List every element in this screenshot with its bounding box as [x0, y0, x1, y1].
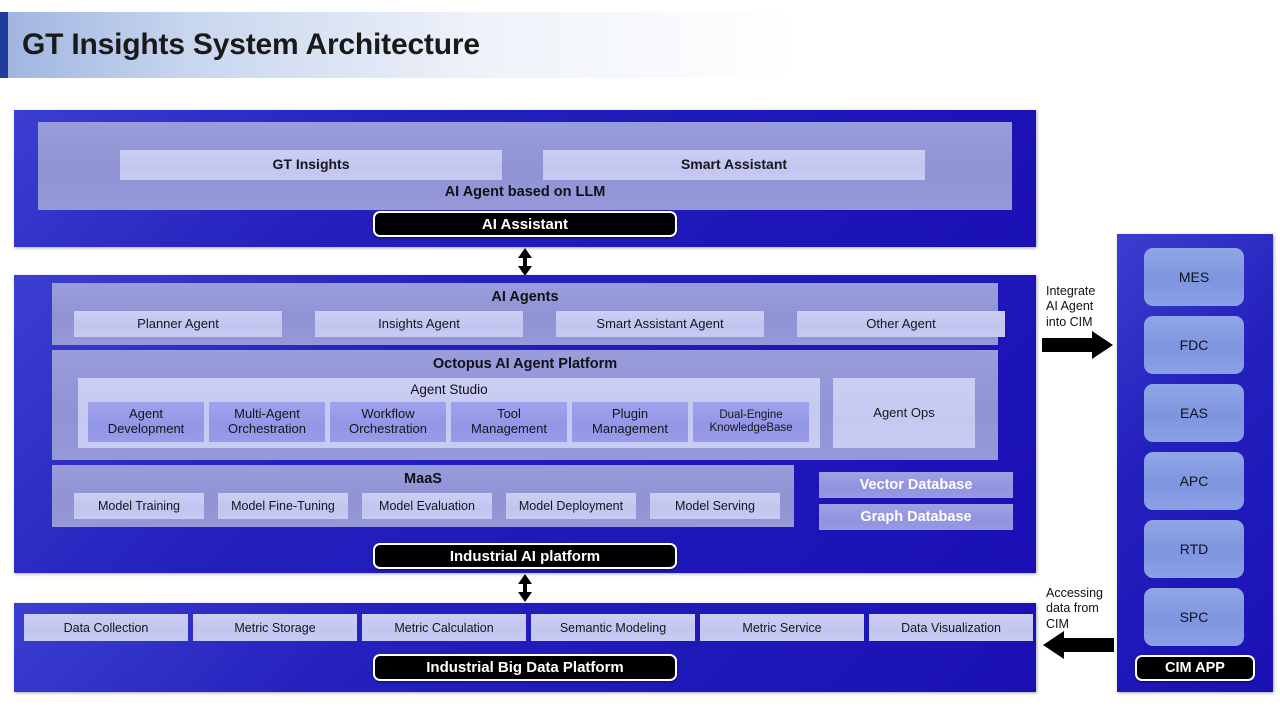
data-chip-semantic-modeling[interactable]: Semantic Modeling [531, 614, 695, 641]
app-chip-gt-insights[interactable]: GT Insights [120, 150, 502, 180]
data-chip-metric-calculation[interactable]: Metric Calculation [362, 614, 526, 641]
ai-agent-llm-label: AI Agent based on LLM [444, 184, 606, 200]
data-chip-metric-storage[interactable]: Metric Storage [193, 614, 357, 641]
octopus-platform-title: Octopus AI Agent Platform [432, 356, 618, 372]
studio-chip-multi-agent-orchestration[interactable]: Multi-Agent Orchestration [209, 402, 325, 442]
industrial-ai-platform-panel: AI Agents Planner Agent Insights Agent S… [14, 275, 1036, 573]
ai-agents-title: AI Agents [491, 289, 559, 305]
arrow-accessing-left [1042, 630, 1114, 660]
cim-app-pill[interactable]: CIM APP [1135, 655, 1255, 681]
maas-chip-model-evaluation[interactable]: Model Evaluation [362, 493, 492, 519]
page-title-bar: GT Insights System Architecture [0, 12, 1060, 78]
industrial-ai-platform-pill[interactable]: Industrial AI platform [373, 543, 677, 569]
studio-chip-workflow-orchestration[interactable]: Workflow Orchestration [330, 402, 446, 442]
vector-database-chip[interactable]: Vector Database [819, 472, 1013, 498]
arrow-left-icon [1043, 631, 1114, 659]
cim-chip-mes[interactable]: MES [1144, 248, 1244, 306]
data-chip-data-collection[interactable]: Data Collection [24, 614, 188, 641]
cim-chip-rtd[interactable]: RTD [1144, 520, 1244, 578]
double-arrow-vertical-icon [518, 248, 532, 276]
studio-chip-tool-management[interactable]: Tool Management [451, 402, 567, 442]
agent-studio-title: Agent Studio [410, 382, 488, 397]
arrow-right-icon [1042, 331, 1113, 359]
cim-chip-spc[interactable]: SPC [1144, 588, 1244, 646]
agent-ops-chip[interactable]: Agent Ops [833, 378, 975, 448]
agent-chip-other[interactable]: Other Agent [797, 311, 1005, 337]
app-chip-smart-assistant[interactable]: Smart Assistant [543, 150, 925, 180]
annotation-integrate-ai-agent: Integrate AI Agent into CIM [1046, 284, 1096, 329]
agent-chip-planner[interactable]: Planner Agent [74, 311, 282, 337]
agent-chip-insights[interactable]: Insights Agent [315, 311, 523, 337]
ai-agent-llm-panel: GT Insights Smart Assistant AI Agent bas… [14, 110, 1036, 247]
maas-title: MaaS [404, 471, 442, 487]
cim-chip-apc[interactable]: APC [1144, 452, 1244, 510]
agent-studio-box: Agent Studio Agent Development Multi-Age… [78, 378, 820, 448]
studio-chip-plugin-management[interactable]: Plugin Management [572, 402, 688, 442]
annotation-accessing-data: Accessing data from CIM [1046, 586, 1103, 631]
ai-agents-band: AI Agents Planner Agent Insights Agent S… [52, 283, 1005, 345]
maas-band: MaaS Model Training Model Fine-Tuning Mo… [52, 465, 794, 527]
double-arrow-vertical-icon [518, 574, 532, 602]
cim-chip-eas[interactable]: EAS [1144, 384, 1244, 442]
industrial-big-data-platform-pill[interactable]: Industrial Big Data Platform [373, 654, 677, 681]
studio-chip-dual-engine-knowledgebase[interactable]: Dual-Engine KnowledgeBase [693, 402, 809, 442]
arrow-middle-to-bottom [510, 573, 540, 603]
ai-assistant-pill[interactable]: AI Assistant [373, 211, 677, 237]
data-chip-metric-service[interactable]: Metric Service [700, 614, 864, 641]
cim-panel: MES FDC EAS APC RTD SPC CIM APP [1117, 234, 1273, 692]
maas-chip-model-deployment[interactable]: Model Deployment [506, 493, 636, 519]
studio-chip-agent-development[interactable]: Agent Development [88, 402, 204, 442]
ai-agent-llm-band: GT Insights Smart Assistant AI Agent bas… [38, 122, 1012, 210]
title-accent-bar [0, 12, 8, 78]
page-title: GT Insights System Architecture [22, 28, 480, 61]
graph-database-chip[interactable]: Graph Database [819, 504, 1013, 530]
maas-chip-model-training[interactable]: Model Training [74, 493, 204, 519]
cim-chip-fdc[interactable]: FDC [1144, 316, 1244, 374]
industrial-big-data-panel: Data Collection Metric Storage Metric Ca… [14, 603, 1036, 692]
arrow-top-to-middle [510, 247, 540, 277]
agent-chip-smart-assistant[interactable]: Smart Assistant Agent [556, 311, 764, 337]
maas-chip-model-serving[interactable]: Model Serving [650, 493, 780, 519]
data-chip-data-visualization[interactable]: Data Visualization [869, 614, 1033, 641]
arrow-integrate-right [1042, 330, 1114, 360]
octopus-platform-band: Octopus AI Agent Platform Agent Studio A… [52, 350, 998, 460]
maas-chip-model-fine-tuning[interactable]: Model Fine-Tuning [218, 493, 348, 519]
